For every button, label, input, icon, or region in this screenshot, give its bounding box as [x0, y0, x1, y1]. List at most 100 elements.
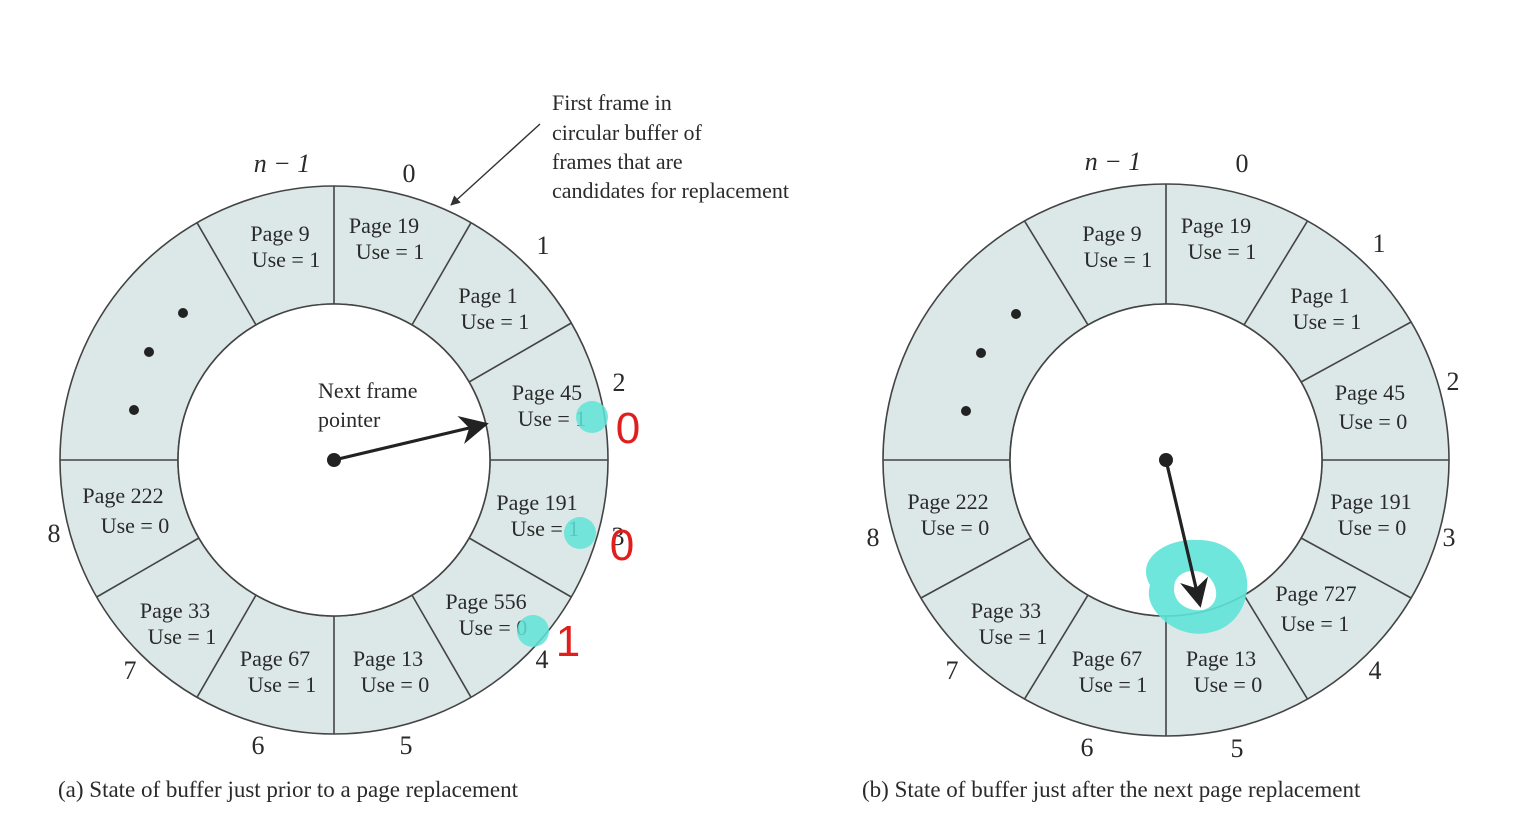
- frame-divider: [1243, 594, 1309, 700]
- frame-divider: [468, 537, 572, 598]
- ellipsis-dot: [961, 406, 971, 416]
- callout-arrow: [450, 123, 541, 206]
- frame-divider: [196, 594, 257, 698]
- frame-a-2-page: Page 45: [512, 380, 582, 405]
- frame-a-4-use: Use = 0: [459, 615, 528, 640]
- frame-a-6-use: Use = 1: [248, 672, 317, 697]
- frame-divider: [411, 222, 472, 326]
- index-0-a: 0: [403, 159, 416, 188]
- frame-a-9-use: Use = 1: [252, 247, 321, 272]
- index-5-a: 5: [400, 731, 413, 760]
- frame-b-9-use: Use = 1: [1084, 247, 1153, 272]
- next-frame-pointer-arrow: [333, 415, 489, 462]
- highlight-scribble: [1146, 539, 1248, 634]
- index-1-a: 1: [537, 231, 550, 260]
- index-5-b: 5: [1231, 734, 1244, 763]
- highlight-mark: [564, 517, 596, 549]
- frame-divider: [411, 594, 472, 698]
- frame-b-1-use: Use = 1: [1293, 309, 1362, 334]
- frame-a-7-use: Use = 1: [148, 624, 217, 649]
- frame-divider: [196, 222, 257, 326]
- frame-b-9-page: Page 9: [1082, 221, 1141, 246]
- frame-a-1-page: Page 1: [458, 283, 517, 308]
- frame-b-7-use: Use = 1: [979, 624, 1048, 649]
- frame-dividers-b: [883, 184, 1449, 736]
- frame-divider: [468, 322, 572, 383]
- index-n-minus-1-b: n − 1: [1085, 147, 1142, 176]
- frame-b-5-page: Page 13: [1186, 646, 1256, 671]
- frame-divider: [1023, 594, 1089, 700]
- ellipsis-dot: [178, 308, 188, 318]
- frame-b-4-use: Use = 1: [1281, 611, 1350, 636]
- handwritten-use-0: 0: [610, 521, 634, 570]
- ellipsis-dot: [976, 348, 986, 358]
- frame-b-2-page: Page 45: [1335, 380, 1405, 405]
- buffer-diagram-b: Page 19 Use = 1 Page 1 Use = 1 Page 45 U…: [862, 147, 1460, 802]
- buffer-diagram-a: Page 19 Use = 1 Page 1 Use = 1 Page 45 U…: [48, 90, 789, 802]
- caption-b: (b) State of buffer just after the next …: [862, 777, 1361, 802]
- frame-b-8-page: Page 222: [907, 489, 988, 514]
- index-4-b: 4: [1369, 656, 1382, 685]
- index-6-a: 6: [252, 731, 265, 760]
- frame-divider: [1023, 220, 1089, 326]
- index-7-b: 7: [946, 656, 959, 685]
- index-1-b: 1: [1373, 229, 1386, 258]
- frame-divider: [1300, 321, 1412, 383]
- frame-b-1-page: Page 1: [1290, 283, 1349, 308]
- index-3-a: 3: [612, 522, 625, 551]
- frame-a-1-use: Use = 1: [461, 309, 530, 334]
- pointer-pivot-b: [1159, 453, 1173, 467]
- frame-divider: [1243, 220, 1309, 326]
- frame-dividers-a: [60, 186, 608, 734]
- frame-divider: [96, 537, 200, 598]
- frame-a-8-page: Page 222: [82, 483, 163, 508]
- callout-line-2: circular buffer of: [552, 120, 703, 145]
- frame-b-6-page: Page 67: [1072, 646, 1142, 671]
- frame-b-2-use: Use = 0: [1339, 409, 1408, 434]
- index-2-b: 2: [1447, 367, 1460, 396]
- next-frame-pointer-arrow-b: [1164, 459, 1209, 608]
- index-8-b: 8: [867, 523, 880, 552]
- frame-divider: [1300, 537, 1412, 599]
- frame-a-0-page: Page 19: [349, 213, 419, 238]
- index-3-b: 3: [1443, 523, 1456, 552]
- frame-a-8-use: Use = 0: [101, 513, 170, 538]
- pointer-label-line-2: pointer: [318, 407, 381, 432]
- frame-a-5-use: Use = 0: [361, 672, 430, 697]
- index-7-a: 7: [124, 656, 137, 685]
- frame-a-5-page: Page 13: [353, 646, 423, 671]
- frame-b-6-use: Use = 1: [1079, 672, 1148, 697]
- index-n-minus-1-a: n − 1: [254, 149, 311, 178]
- ellipsis-dot: [144, 347, 154, 357]
- highlight-mark: [576, 401, 608, 433]
- frame-b-4-page: Page 727: [1275, 581, 1356, 606]
- frame-b-3-page: Page 191: [1330, 489, 1411, 514]
- handwritten-use-0: 0: [616, 404, 640, 453]
- frame-a-0-use: Use = 1: [356, 239, 425, 264]
- callout-line-3: frames that are: [552, 149, 683, 174]
- index-6-b: 6: [1081, 733, 1094, 762]
- callout-line-1: First frame in: [552, 90, 672, 115]
- pointer-label-line-1: Next frame: [318, 378, 418, 403]
- frame-b-0-use: Use = 1: [1188, 239, 1257, 264]
- frame-a-2-use: Use = 1: [518, 406, 587, 431]
- frame-b-0-page: Page 19: [1181, 213, 1251, 238]
- frame-b-7-page: Page 33: [971, 598, 1041, 623]
- index-8-a: 8: [48, 519, 61, 548]
- pointer-pivot: [327, 453, 341, 467]
- handwritten-use-1: 1: [556, 617, 580, 666]
- index-0-b: 0: [1236, 149, 1249, 178]
- frame-a-7-page: Page 33: [140, 598, 210, 623]
- frame-a-9-page: Page 9: [250, 221, 309, 246]
- frame-a-3-page: Page 191: [496, 490, 577, 515]
- index-2-a: 2: [613, 368, 626, 397]
- frame-b-5-use: Use = 0: [1194, 672, 1263, 697]
- ellipsis-dot: [129, 405, 139, 415]
- callout-line-4: candidates for replacement: [552, 178, 789, 203]
- frame-b-8-use: Use = 0: [921, 515, 990, 540]
- frame-a-4-page: Page 556: [445, 589, 526, 614]
- frame-divider: [920, 537, 1032, 599]
- caption-a: (a) State of buffer just prior to a page…: [58, 777, 519, 802]
- ellipsis-dot: [1011, 309, 1021, 319]
